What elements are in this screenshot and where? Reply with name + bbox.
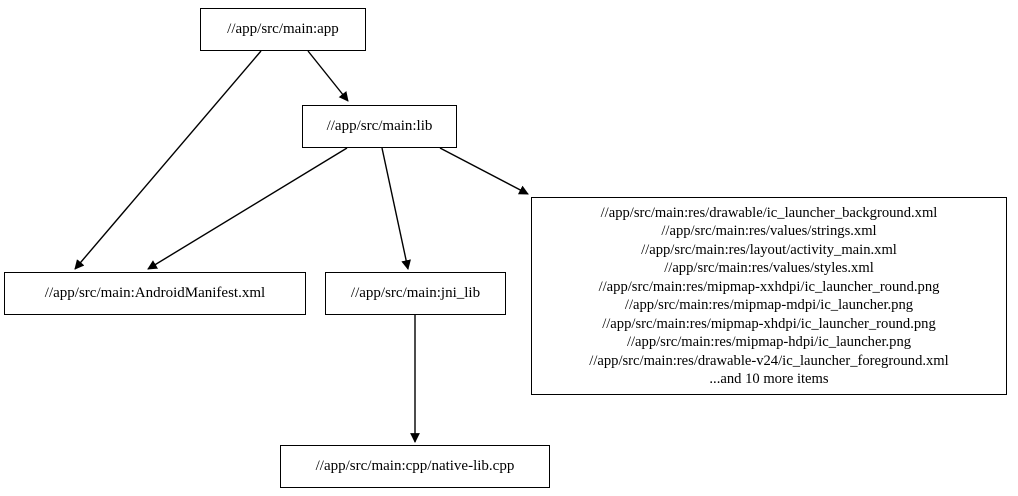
graph-node-res-bundle-label: //app/src/main:res/drawable/ic_launcher_… bbox=[589, 204, 949, 388]
edge-lib-to-res-bundle bbox=[439, 147, 529, 195]
graph-node-lib[interactable]: //app/src/main:lib bbox=[302, 105, 457, 148]
graph-node-native-lib-cpp-label: //app/src/main:cpp/native-lib.cpp bbox=[315, 458, 515, 474]
graph-node-jni-lib-label: //app/src/main:jni_lib bbox=[350, 285, 481, 301]
edge-lib-to-manifest bbox=[147, 147, 348, 270]
graph-node-jni-lib[interactable]: //app/src/main:jni_lib bbox=[325, 272, 506, 315]
edge-app-to-manifest bbox=[74, 50, 262, 270]
graph-node-android-manifest-label: //app/src/main:AndroidManifest.xml bbox=[44, 285, 266, 301]
edge-lib-to-jni-lib bbox=[381, 147, 411, 270]
edge-app-to-lib bbox=[307, 50, 349, 102]
graph-node-android-manifest[interactable]: //app/src/main:AndroidManifest.xml bbox=[4, 272, 306, 315]
graph-node-native-lib-cpp[interactable]: //app/src/main:cpp/native-lib.cpp bbox=[280, 445, 550, 488]
graph-node-app-label: //app/src/main:app bbox=[227, 21, 339, 37]
graph-node-app[interactable]: //app/src/main:app bbox=[200, 8, 366, 51]
graph-node-lib-label: //app/src/main:lib bbox=[326, 118, 433, 134]
graph-node-res-bundle[interactable]: //app/src/main:res/drawable/ic_launcher_… bbox=[531, 197, 1007, 395]
